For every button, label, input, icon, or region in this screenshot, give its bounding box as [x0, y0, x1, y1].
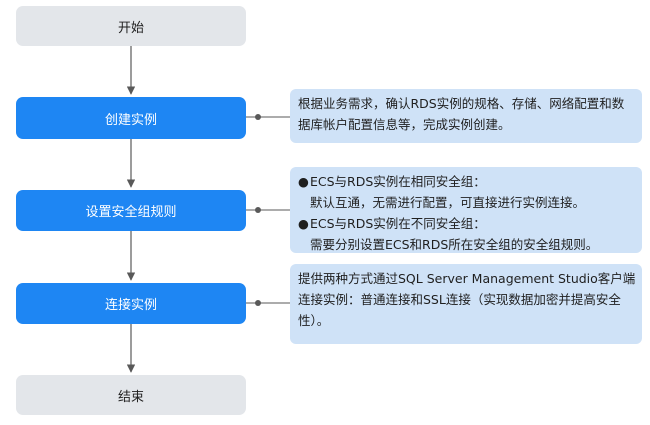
connect-instance-note: 提供两种方式通过SQL Server Management Studio客户端连…: [290, 264, 642, 344]
connect-instance-node: 连接实例: [16, 283, 246, 324]
security-item-2-desc: 需要分别设置ECS和RDS所在安全组的安全组规则。: [310, 237, 599, 252]
security-item-2-title: ECS与RDS实例在不同安全组：: [310, 216, 486, 231]
security-item-1: ● ECS与RDS实例在相同安全组：: [298, 171, 636, 192]
bullet-icon: ●: [298, 174, 309, 189]
security-group-node: 设置安全组规则: [16, 190, 246, 231]
security-group-note: ● ECS与RDS实例在相同安全组： 默认互通，无需进行配置，可直接进行实例连接…: [290, 167, 642, 253]
link-security-dot: [255, 207, 261, 213]
security-item-1-desc: 默认互通，无需进行配置，可直接进行实例连接。: [310, 195, 586, 210]
link-create-dot: [255, 114, 261, 120]
start-node: 开始: [16, 6, 246, 46]
link-connect-dot: [255, 300, 261, 306]
security-item-1-title: ECS与RDS实例在相同安全组：: [310, 174, 486, 189]
create-instance-node: 创建实例: [16, 97, 246, 139]
create-instance-note: 根据业务需求，确认RDS实例的规格、存储、网络配置和数据库帐户配置信息等，完成实…: [290, 89, 642, 143]
end-node: 结束: [16, 375, 246, 415]
bullet-icon: ●: [298, 216, 309, 231]
create-note-text: 根据业务需求，确认RDS实例的规格、存储、网络配置和数据库帐户配置信息等，完成实…: [298, 96, 625, 132]
security-item-2: ● ECS与RDS实例在不同安全组：: [298, 213, 636, 234]
connect-note-text: 提供两种方式通过SQL Server Management Studio客户端连…: [298, 271, 636, 328]
